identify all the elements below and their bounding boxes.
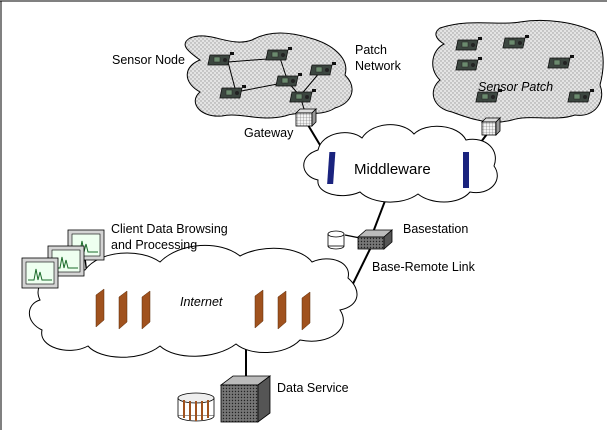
- firewall-icon: [254, 289, 311, 331]
- label-basestation: Basestation: [403, 222, 468, 236]
- basestation-icon: [356, 229, 394, 250]
- middleware-bar-left: [327, 152, 336, 184]
- label-base-remote-link: Base-Remote Link: [372, 260, 476, 274]
- internet-cloud: [28, 244, 358, 358]
- label-client-2: and Processing: [111, 238, 197, 252]
- label-gateway: Gateway: [244, 126, 294, 140]
- database-icon: [327, 230, 345, 250]
- label-patch-network-1: Patch: [355, 43, 387, 57]
- firewall-icon: [95, 288, 151, 330]
- label-middleware: Middleware: [354, 161, 431, 178]
- server-icon: [219, 375, 272, 423]
- gateway-icon: [295, 108, 317, 127]
- label-data-service: Data Service: [277, 381, 349, 395]
- gateway-icon: [481, 117, 501, 136]
- database-icon: [177, 392, 215, 422]
- monitor-icon: [21, 257, 59, 289]
- label-sensor-node: Sensor Node: [112, 53, 185, 67]
- label-client-1: Client Data Browsing: [111, 222, 228, 236]
- middleware-bar-right: [463, 152, 469, 188]
- sensor-patch-region: [432, 19, 604, 123]
- middleware-cloud: [303, 124, 498, 203]
- patch-network-region: [184, 32, 353, 119]
- label-internet: Internet: [180, 295, 223, 309]
- label-patch-network-2: Network: [355, 59, 402, 73]
- label-sensor-patch: Sensor Patch: [478, 80, 553, 94]
